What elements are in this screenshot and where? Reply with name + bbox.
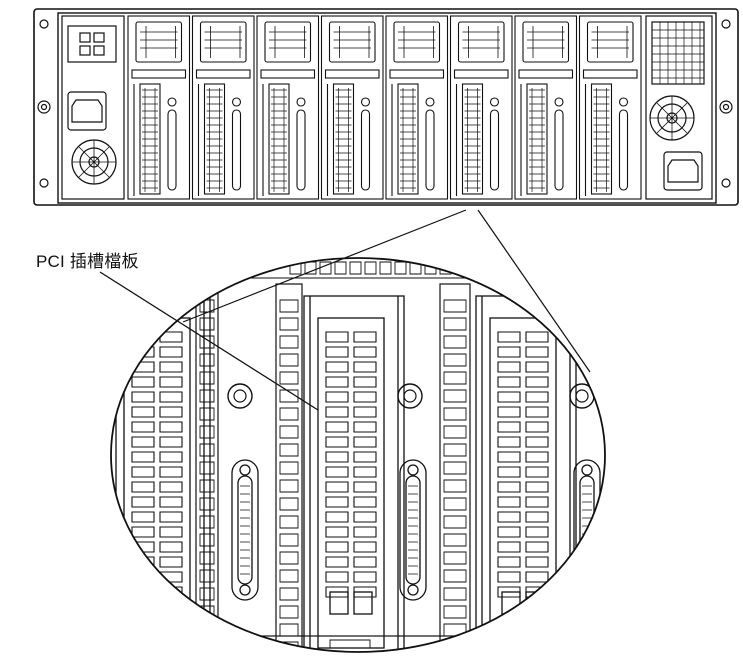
zoom-line-right bbox=[477, 209, 591, 373]
zoom-line-left bbox=[182, 209, 467, 323]
pci-slot-module bbox=[320, 15, 384, 200]
thumbscrew-icon bbox=[397, 383, 423, 409]
pci-slot-bracket-label: PCI 插槽檔板 bbox=[36, 252, 139, 271]
magnifier-ellipse bbox=[110, 257, 606, 653]
chassis-outline bbox=[33, 8, 739, 206]
pci-slot-module bbox=[578, 15, 642, 200]
ac-inlet-left bbox=[67, 91, 107, 131]
power-supply-right bbox=[645, 15, 713, 200]
slot-frame bbox=[439, 283, 471, 652]
latch-rail bbox=[399, 459, 427, 601]
pci-slot-module bbox=[256, 15, 320, 200]
pci-slot-bracket-detail bbox=[303, 295, 405, 652]
power-supply-left bbox=[61, 15, 125, 200]
chassis-inner-frame bbox=[57, 12, 717, 204]
thumbscrew-icon bbox=[227, 383, 253, 409]
latch-rail bbox=[231, 459, 259, 601]
ac-inlet-right bbox=[663, 151, 703, 191]
pci-slot-module bbox=[127, 15, 191, 200]
slot-frame bbox=[275, 283, 303, 652]
pci-slot-module bbox=[191, 15, 255, 200]
rack-ear-screws-right bbox=[719, 19, 733, 188]
rack-ear-screws-left bbox=[37, 19, 51, 188]
callout-leader-line bbox=[99, 271, 319, 411]
pci-slot-modules bbox=[127, 15, 642, 200]
pci-slot-bracket-detail bbox=[475, 295, 577, 652]
vent-slots bbox=[289, 261, 452, 275]
pci-slot-module bbox=[449, 15, 513, 200]
pci-slot-module bbox=[514, 15, 578, 200]
chassis-rear-panel bbox=[33, 8, 739, 373]
pci-slot-module bbox=[385, 15, 449, 200]
magnified-detail bbox=[110, 257, 606, 653]
